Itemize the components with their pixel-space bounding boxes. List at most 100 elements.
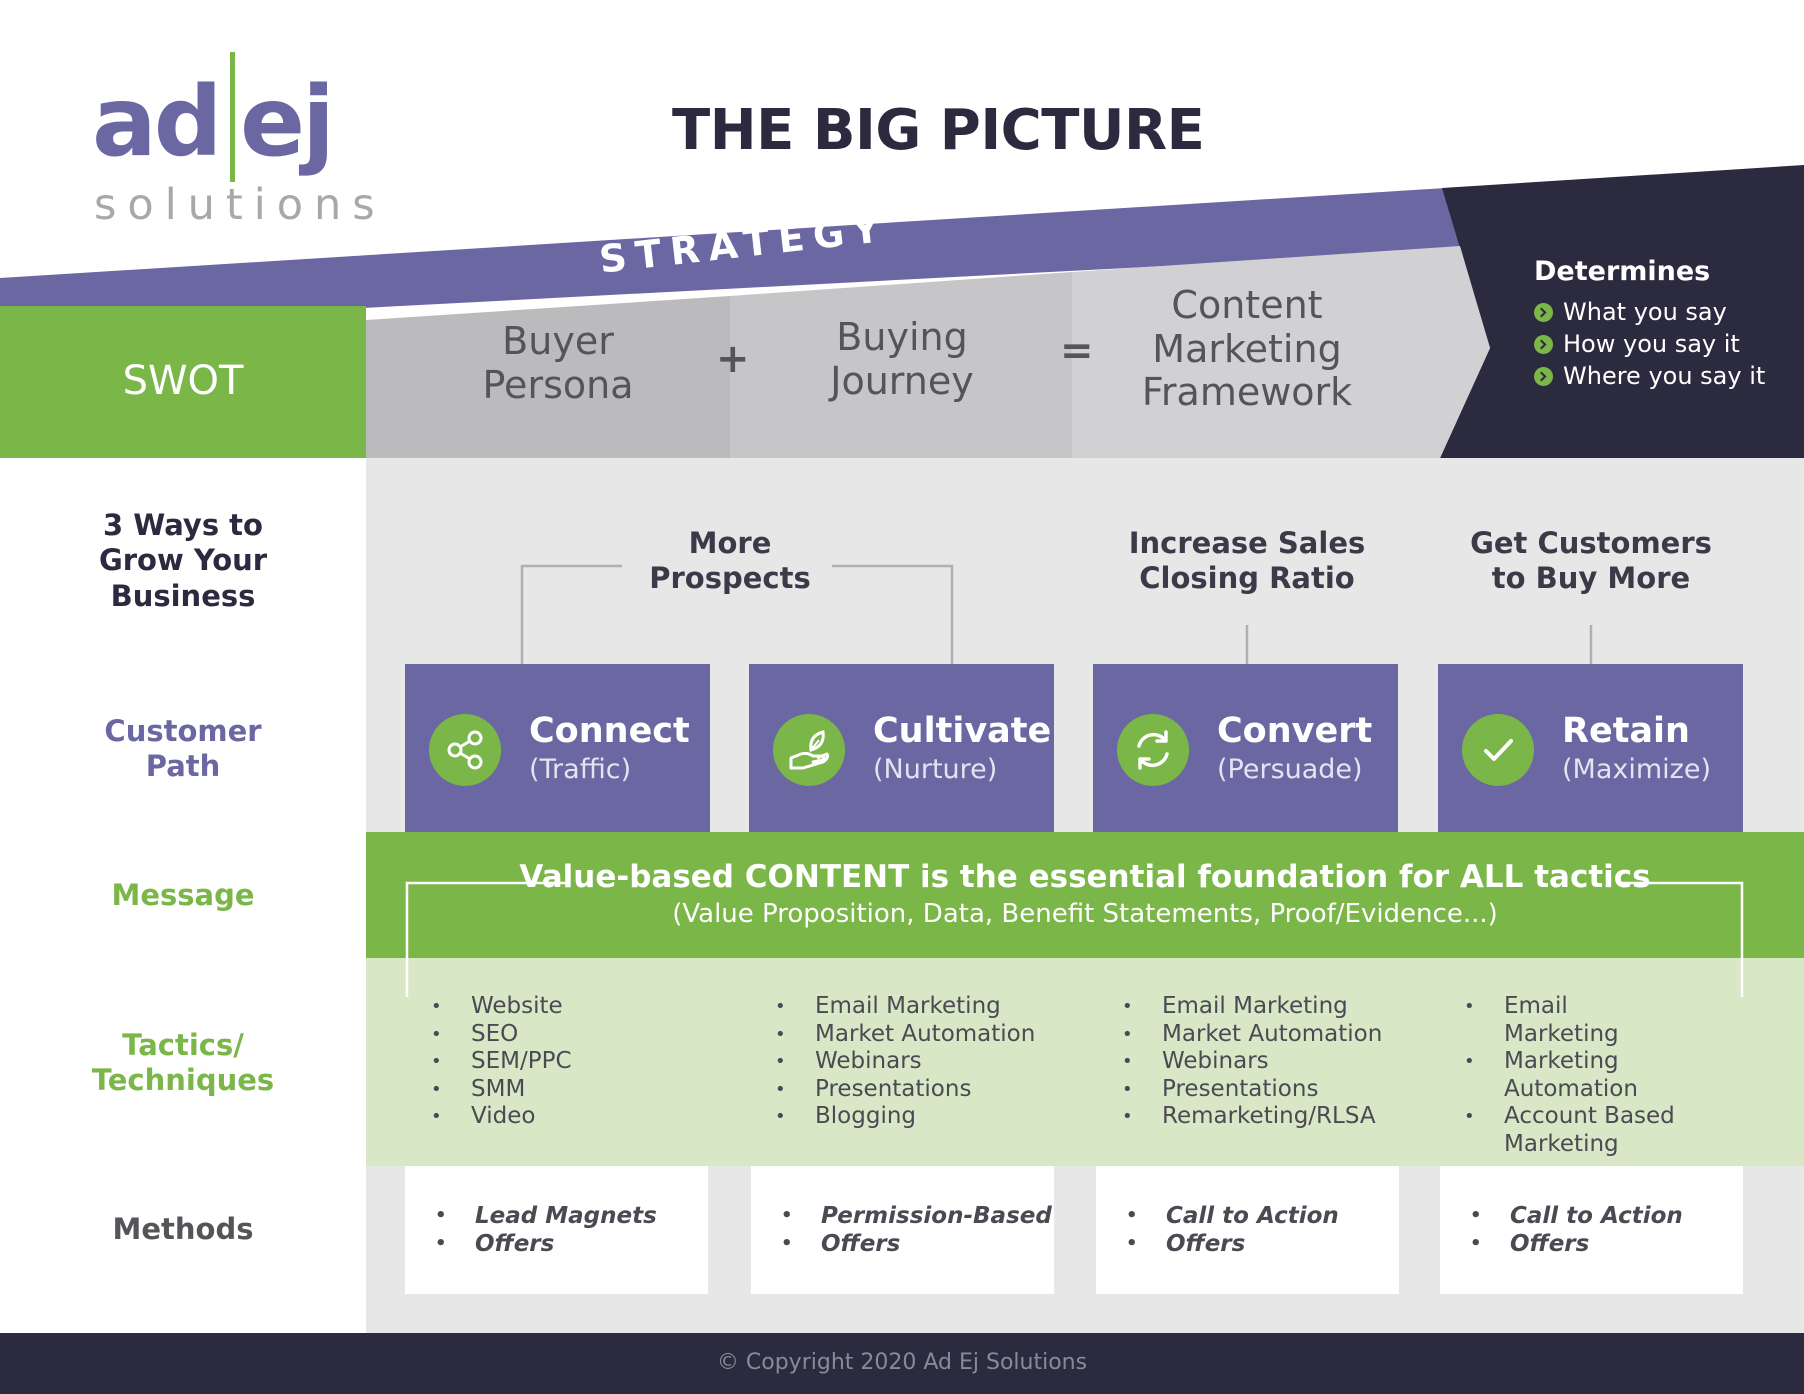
determines-item: How you say it (1534, 330, 1740, 358)
row-label-methods: Methods (112, 1212, 254, 1246)
goal-line: Prospects (649, 561, 811, 596)
row-label-line: Path (145, 749, 221, 784)
goal-line: Increase Sales (1128, 526, 1366, 560)
tactic-item: Email Marketing (1122, 993, 1422, 1021)
path-box-connect: Connect (Traffic) (405, 664, 710, 832)
path-title: Convert (1217, 711, 1373, 751)
tactic-item: Market Automation (775, 1021, 1075, 1049)
equals-sign: = (1060, 328, 1094, 374)
path-box-retain: Retain (Maximize) (1438, 664, 1743, 832)
method-item: Offers (1470, 1230, 1683, 1258)
determines-item-text: What you say (1563, 298, 1727, 326)
method-item: Call to Action (1126, 1202, 1339, 1230)
method-item: Offers (781, 1230, 1052, 1258)
nurture-hand-icon (773, 714, 845, 786)
logo-subtitle: solutions (94, 180, 386, 230)
method-item: Lead Magnets (435, 1202, 657, 1230)
determines-panel (1440, 165, 1804, 458)
row-label-ways: 3 Ways to Grow Your Business (0, 508, 366, 614)
determines-item-text: Where you say it (1563, 362, 1766, 390)
tactic-item: Email Marketing (775, 993, 1075, 1021)
determines-item: What you say (1534, 298, 1727, 326)
goal-line: to Buy More (1491, 561, 1691, 596)
tactic-item: Presentations (1122, 1076, 1422, 1104)
buyer-persona-label: Buyer Persona (416, 319, 700, 407)
goal-line: More (688, 526, 772, 560)
framework-line-1: Content (1171, 283, 1323, 327)
buying-journey-label: Buying Journey (760, 315, 1044, 403)
message-band (366, 832, 1804, 958)
method-item: Call to Action (1470, 1202, 1683, 1230)
goal-line: Get Customers (1470, 526, 1712, 560)
methods-box-cultivate: Permission-Based Offers (751, 1166, 1054, 1294)
determines-title: Determines (1534, 256, 1711, 287)
tactic-item: Video (431, 1103, 721, 1131)
tactic-item: Webinars (1122, 1048, 1422, 1076)
buyer-persona-line-2: Persona (482, 362, 634, 407)
goal-get-customers: Get Customers to Buy More (1441, 526, 1741, 597)
tactic-item: Account Based Marketing (1464, 1103, 1684, 1158)
path-title: Connect (529, 711, 690, 751)
company-logo: ad ej (92, 52, 352, 182)
method-item: Offers (435, 1230, 657, 1258)
logo-text-ej: ej (240, 66, 335, 178)
arrow-bullet-icon (1534, 335, 1553, 354)
framework-segment (1072, 246, 1490, 458)
tactic-item: Website (431, 993, 721, 1021)
share-icon (429, 714, 501, 786)
path-box-cultivate: Cultivate (Nurture) (749, 664, 1054, 832)
methods-list: Call to Action Offers (1470, 1202, 1683, 1258)
tactic-item: Webinars (775, 1048, 1075, 1076)
tactic-item: Remarketing/RLSA (1122, 1103, 1422, 1131)
row-label-line: Tactics/ (122, 1028, 244, 1062)
path-box-convert: Convert (Persuade) (1093, 664, 1398, 832)
swot-label: SWOT (122, 358, 244, 404)
tactic-item: SEM/PPC (431, 1048, 721, 1076)
framework-label: Content Marketing Framework (1106, 283, 1388, 415)
logo-divider (230, 52, 235, 182)
logo-text-ad: ad (92, 66, 222, 178)
method-item: Permission-Based (781, 1202, 1052, 1230)
tactics-list-connect: Website SEO SEM/PPC SMM Video (431, 993, 721, 1131)
path-title: Cultivate (873, 711, 1052, 751)
row-label-tactics: Tactics/ Techniques (0, 1028, 366, 1099)
copyright-text: © Copyright 2020 Ad Ej Solutions (716, 1350, 1088, 1375)
buyer-persona-line-1: Buyer (502, 319, 614, 363)
refresh-icon (1117, 714, 1189, 786)
row-label-line: Techniques (91, 1063, 275, 1098)
arrow-bullet-icon (1534, 367, 1553, 386)
strategy-band (0, 188, 1470, 327)
determines-item-text: How you say it (1563, 330, 1740, 358)
tactics-list-convert: Email Marketing Market Automation Webina… (1122, 993, 1422, 1131)
goal-increase-sales: Increase Sales Closing Ratio (1097, 526, 1397, 597)
page-title: THE BIG PICTURE (672, 98, 1205, 163)
methods-list: Lead Magnets Offers (435, 1202, 657, 1258)
tactics-list-cultivate: Email Marketing Market Automation Webina… (775, 993, 1075, 1131)
check-icon (1462, 714, 1534, 786)
message-bracket-left (405, 881, 566, 997)
footer: © Copyright 2020 Ad Ej Solutions (0, 1333, 1804, 1394)
row-label-line: Customer (104, 714, 262, 748)
tactic-item: Marketing Automation (1464, 1048, 1684, 1103)
row-label-line: Business (110, 578, 256, 613)
path-subtitle: (Traffic) (529, 754, 632, 785)
prospects-bracket-left (520, 564, 622, 664)
message-subline: (Value Proposition, Data, Benefit Statem… (672, 899, 1498, 929)
method-item: Offers (1126, 1230, 1339, 1258)
arrow-bullet-icon (1534, 303, 1553, 322)
message-headline: Value-based CONTENT is the essential fou… (519, 859, 1651, 895)
buying-journey-line-1: Buying (836, 315, 968, 359)
tactic-item: SEO (431, 1021, 721, 1049)
path-subtitle: (Nurture) (873, 754, 998, 785)
row-label-message: Message (111, 878, 255, 912)
buyer-persona-segment (366, 296, 730, 458)
row-label-line: 3 Ways to (103, 508, 263, 542)
methods-list: Permission-Based Offers (781, 1202, 1052, 1258)
tactic-item: Blogging (775, 1103, 1075, 1131)
plus-sign: + (716, 336, 750, 382)
tactic-item: Email Marketing (1464, 993, 1684, 1048)
methods-box-connect: Lead Magnets Offers (405, 1166, 708, 1294)
row-label-line: Grow Your (98, 543, 268, 578)
tactic-item: SMM (431, 1076, 721, 1104)
path-title: Retain (1562, 711, 1690, 751)
